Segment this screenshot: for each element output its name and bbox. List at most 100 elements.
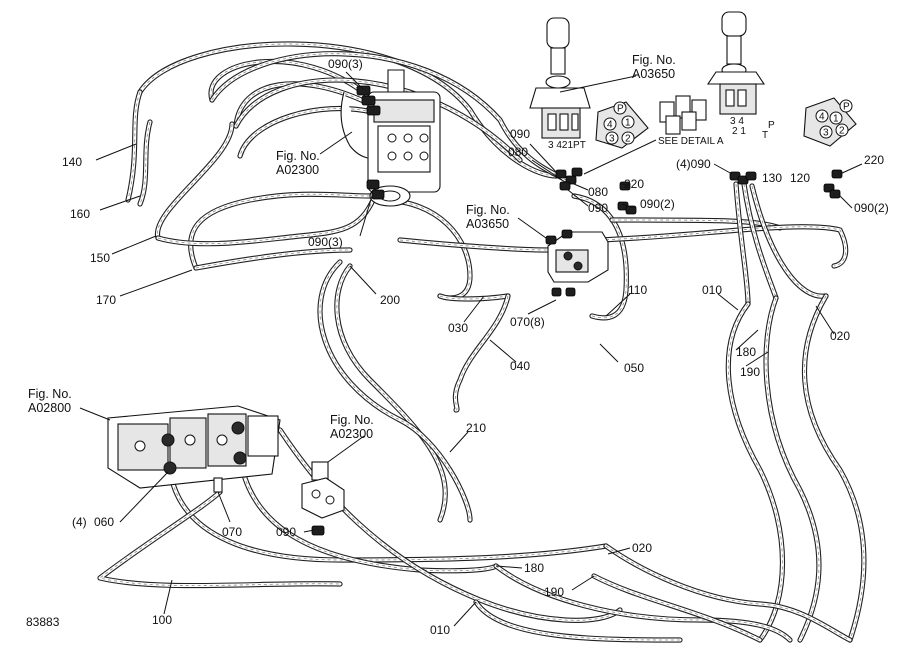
callout: 020 (830, 329, 850, 343)
port-number: 4 (819, 112, 825, 123)
label-group: Fig. No. A03650 Fig. No. A02300 Fig. No.… (26, 53, 889, 637)
port-circle (613, 101, 627, 115)
callout: 040 (510, 359, 530, 373)
port-circle (815, 109, 829, 123)
joystick-right (706, 11, 766, 115)
hose (473, 599, 683, 643)
joystick-left (529, 17, 591, 139)
port-circle (819, 125, 833, 139)
callout: 180 (524, 561, 544, 575)
fig-ref-label: Fig. No. (330, 413, 374, 427)
manifold-block (545, 229, 609, 283)
hose (493, 563, 793, 643)
hose (571, 193, 629, 321)
callout: 100 (152, 613, 172, 627)
fig-ref-number: A02300 (276, 163, 319, 177)
fig-ref-number: A03650 (632, 67, 675, 81)
hose-group (97, 41, 867, 643)
fig-ref-label: Fig. No. (632, 53, 676, 67)
port-number: P (617, 104, 624, 115)
port-labels-right-bottom: 2 1 (732, 126, 746, 137)
hose (725, 301, 786, 643)
callout: 090(3) (308, 235, 343, 249)
hose (377, 197, 473, 301)
fig-ref-label: Fig. No. (28, 387, 72, 401)
hose (188, 191, 373, 271)
callout: 120 (790, 171, 810, 185)
port-number: 3 (823, 128, 829, 139)
callout: 220 (624, 177, 644, 191)
port-circle (605, 131, 619, 145)
detail-note: SEE DETAIL A (658, 136, 724, 147)
hose (317, 259, 473, 523)
callout: 190 (740, 365, 760, 379)
port-number: 2 (839, 126, 845, 137)
hose (733, 181, 751, 307)
hose (137, 119, 153, 207)
port-labels-right-top: 3 4 (730, 116, 744, 127)
callout: 110 (628, 283, 647, 297)
callout: 070(8) (510, 315, 545, 329)
hose (801, 293, 867, 643)
port-circle (835, 123, 849, 137)
hose (155, 195, 377, 247)
drawing-number: 83883 (26, 615, 60, 629)
fig-ref-number: A02800 (28, 401, 71, 415)
hose (237, 106, 375, 159)
callout: 090(2) (640, 197, 675, 211)
port-labels-left-valve: 3 421PT (548, 140, 586, 151)
hose (749, 183, 829, 299)
port-circle (839, 99, 853, 113)
hose (763, 295, 822, 643)
callout: 180 (736, 345, 756, 359)
callout: 090 (588, 201, 608, 215)
fig-ref-number: A02300 (330, 427, 373, 441)
hose (452, 293, 511, 413)
port-circle (603, 117, 617, 131)
callout: 090(2) (854, 201, 889, 215)
detail-a-fittings (659, 95, 707, 135)
port-circle (829, 111, 843, 125)
hose (277, 427, 623, 623)
port-number: P (843, 102, 850, 113)
hose (741, 181, 779, 301)
port-label-t: T (762, 130, 768, 141)
port-number: 1 (833, 114, 839, 125)
port-number: 2 (625, 134, 631, 145)
callout: 090(3) (328, 57, 363, 71)
callout: 080 (588, 185, 608, 199)
callout: 210 (466, 421, 486, 435)
callout: 220 (864, 153, 884, 167)
fig-ref-label: Fig. No. (466, 203, 510, 217)
control-valve-top (340, 69, 441, 207)
hose (97, 489, 343, 589)
hose (125, 89, 143, 203)
port-number: 1 (625, 118, 631, 129)
hose (597, 224, 849, 269)
callout: 160 (70, 207, 90, 221)
hose (233, 77, 523, 163)
hose (397, 237, 551, 253)
hose (591, 573, 763, 643)
hose (237, 455, 499, 574)
port-circle (621, 115, 635, 129)
callout: 050 (624, 361, 644, 375)
hose (603, 543, 853, 643)
callout: 170 (96, 293, 116, 307)
callout: 030 (448, 321, 468, 335)
hose (437, 293, 511, 302)
callout: 190 (544, 585, 564, 599)
callout: 070 (222, 525, 242, 539)
hose (155, 121, 235, 241)
hose (233, 81, 373, 129)
port-circle (621, 131, 635, 145)
port-number: 4 (607, 120, 613, 131)
callout: 090 (510, 127, 530, 141)
callout: 020 (632, 541, 652, 555)
fig-ref-number: A03650 (466, 217, 509, 231)
callout: (4)090 (676, 157, 711, 171)
fig-ref-label: Fig. No. (276, 149, 320, 163)
